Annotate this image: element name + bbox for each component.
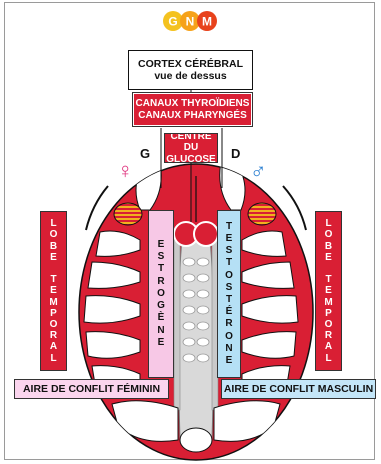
aire-conflit-feminin: AIRE DE CONFLIT FÉMININ: [14, 379, 169, 399]
cortex-title: CORTEX CÉRÉBRAL: [138, 58, 243, 70]
cortex-label: CORTEX CÉRÉBRAL vue de dessus: [128, 50, 253, 90]
estrogene-letter: G: [157, 300, 165, 312]
lobe-left-letter: O: [50, 319, 58, 330]
glucose-lobe-right: [194, 222, 218, 246]
testosterone-letter: O: [225, 331, 233, 343]
lobe-left-letter: L: [50, 218, 56, 229]
female-symbol-icon: ♀: [117, 158, 134, 184]
lobe-left-letter: E: [50, 252, 57, 263]
testosterone-letter: N: [225, 343, 232, 355]
estrogene-letter: E: [158, 239, 165, 251]
lobe-left-letter: B: [50, 241, 57, 252]
testosterone-letter: É: [226, 306, 233, 318]
lobe-right-letter: R: [325, 330, 332, 341]
lobe-right-letter: O: [325, 319, 333, 330]
lobe-right-letter: T: [325, 274, 331, 285]
lobe-left-letter: E: [50, 285, 57, 296]
testosterone-letter: E: [226, 355, 233, 367]
lobe-left-letter: L: [50, 353, 56, 364]
lobe-right-letter: L: [325, 353, 331, 364]
lobe-left-letter: [52, 263, 55, 274]
estrogene-letter: N: [157, 325, 164, 337]
lobe-right-letter: E: [325, 285, 332, 296]
lobe-left-letter: A: [50, 341, 57, 352]
lobe-right-letter: M: [324, 297, 332, 308]
testosterone-letter: O: [225, 270, 233, 282]
bottom-right-lobe: [214, 401, 280, 442]
centre-line1: CENTRE DU: [165, 131, 217, 154]
centre-glucose-label: CENTRE DU GLUCOSE: [165, 134, 217, 162]
estrogene-letter: S: [158, 251, 165, 263]
lobe-right-letter: P: [325, 308, 332, 319]
lobe-left-letter: R: [50, 330, 57, 341]
aire-conflit-masculin: AIRE DE CONFLIT MASCULIN: [221, 379, 376, 399]
testosterone-letter: R: [225, 318, 232, 330]
lobe-left-letter: O: [50, 229, 58, 240]
left-hatched-area: [114, 203, 142, 225]
testosterone-letter: T: [226, 294, 232, 306]
lobe-right-letter: B: [325, 241, 332, 252]
testosterone-letter: T: [226, 221, 232, 233]
centre-line2: GLUCOSE: [166, 154, 215, 166]
testosterone-letter: S: [226, 245, 233, 257]
lobe-right-letter: E: [325, 252, 332, 263]
lobe-left-letter: T: [50, 274, 56, 285]
canaux-line1: CANAUX THYROÏDIENS: [136, 98, 250, 110]
testosterone-letter: S: [226, 282, 233, 294]
lobe-right-letter: L: [325, 218, 331, 229]
canaux-line2: CANAUX PHARYNGÉS: [138, 110, 247, 122]
bottom-center-lobe: [180, 428, 212, 452]
estrogene-letter: E: [158, 337, 165, 349]
testosterone-letter: E: [226, 233, 233, 245]
lobe-right-letter: [327, 263, 330, 274]
canaux-label: CANAUX THYROÏDIENS CANAUX PHARYNGÉS: [133, 93, 252, 126]
side-letter-right: D: [231, 146, 240, 161]
estrogene-letter: T: [158, 263, 164, 275]
testosterone-letter: T: [226, 257, 232, 269]
cortex-subtitle: vue de dessus: [154, 70, 226, 82]
lobe-right-letter: A: [325, 341, 332, 352]
bottom-left-lobe: [112, 401, 178, 442]
estrogene-letter: R: [157, 276, 164, 288]
right-hatched-area: [248, 203, 276, 225]
side-letter-left: G: [140, 146, 150, 161]
male-symbol-icon: ♂: [250, 158, 267, 184]
lobe-left-letter: P: [50, 308, 57, 319]
estrogene-letter: È: [158, 312, 165, 324]
lobe-right-letter: O: [325, 229, 333, 240]
lobe-left-letter: M: [49, 297, 57, 308]
estrogene-letter: O: [157, 288, 165, 300]
